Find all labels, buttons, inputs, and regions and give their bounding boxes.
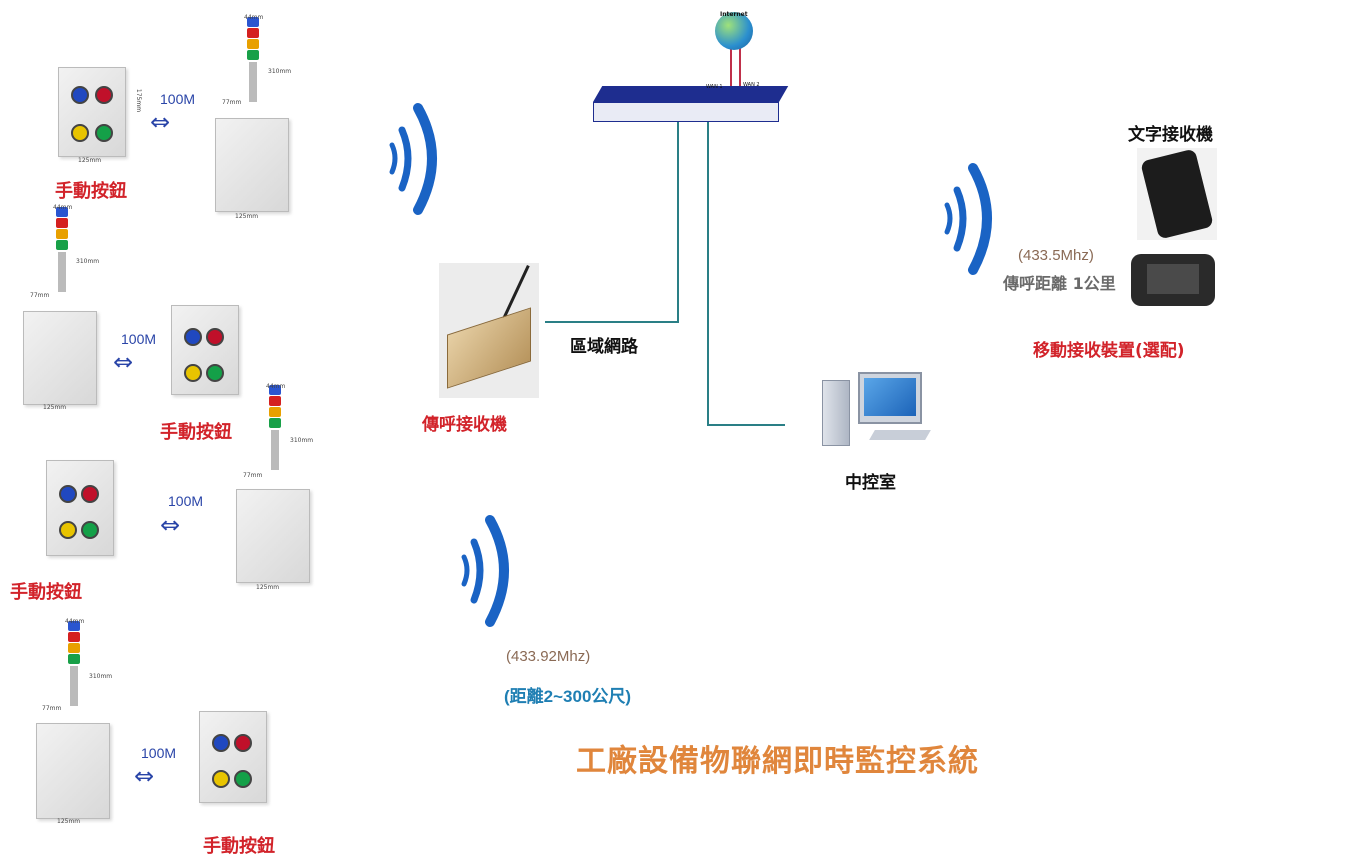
dim-label: 125mm [57,818,81,825]
wan2-label: WAN 2 [743,82,760,88]
distance-label-3: 100M [168,493,204,509]
signal-tower-1 [243,16,263,116]
controller-box-1 [215,118,289,212]
controller-box-4 [36,723,110,819]
dim-label: 44mm [53,204,73,211]
dim-label: 44mm [65,618,85,625]
dim-label: 310mm [268,68,292,75]
distance-label-1: 100M [160,91,196,107]
dim-label: 310mm [89,673,113,680]
distance-label-2: 100M [121,331,157,347]
manual-button-label-2: 手動按鈕 [160,422,232,443]
receiver-to-router-cable [545,118,679,323]
signal-tower-3 [265,384,285,484]
dim-label: 310mm [76,258,100,265]
push-button-box-4 [199,711,267,803]
push-button-box-2 [171,305,239,395]
router-to-pc-cable [707,118,785,426]
double-arrow-icon: ⇔ [150,108,171,136]
double-arrow-icon: ⇔ [113,348,134,376]
pager-receiver-device [439,263,539,398]
dim-label: 310mm [290,437,314,444]
main-frequency-label: (433.92Mhz) [506,648,591,665]
pager-device [1131,248,1217,312]
push-button-box-3 [46,460,114,556]
dim-label: 44mm [244,14,264,21]
signal-tower-2 [52,206,72,306]
main-range-label: (距離2~300公尺) [504,687,632,706]
control-room-label: 中控室 [845,473,896,493]
dim-label: 175mm [135,88,143,113]
dim-label: 125mm [43,404,67,411]
dim-label: 44mm [266,383,286,390]
manual-button-label-1: 手動按鈕 [55,181,127,202]
smartwatch-device [1137,148,1217,240]
wireless-wave-icon [461,515,509,627]
signal-tower-4 [64,620,84,720]
push-button-box-1 [58,67,126,157]
mobile-range-label: 傳呼距離 1公里 [1003,274,1116,293]
controller-box-2 [23,311,97,405]
lan-label: 區域網路 [570,337,638,357]
mobile-receiver-label: 移動接收裝置(選配) [1033,341,1185,361]
controller-box-3 [236,489,310,583]
computer-icon [820,370,945,460]
double-arrow-icon: ⇔ [134,762,155,790]
page-title: 工廠設備物聯網即時監控系統 [576,744,979,779]
wan1-label: WAN 1 [706,84,723,90]
mobile-frequency-label: (433.5Mhz) [1018,247,1094,264]
network-router [593,86,789,124]
wireless-wave-icon [944,163,992,275]
internet-globe-icon [715,12,753,50]
dim-label: 77mm [222,99,242,106]
dim-label: 125mm [256,584,280,591]
internet-label: Internet [720,11,748,18]
dim-label: 125mm [78,157,102,164]
manual-button-label-4: 手動按鈕 [203,836,275,857]
pager-receiver-label: 傳呼接收機 [422,415,507,435]
text-receiver-label: 文字接收機 [1128,125,1213,145]
dim-label: 77mm [42,705,62,712]
dim-label: 77mm [243,472,263,479]
dim-label: 125mm [235,213,259,220]
manual-button-label-3: 手動按鈕 [10,582,82,603]
double-arrow-icon: ⇔ [160,511,181,539]
wireless-wave-icon [389,103,437,215]
dim-label: 77mm [30,292,50,299]
distance-label-4: 100M [141,745,177,761]
